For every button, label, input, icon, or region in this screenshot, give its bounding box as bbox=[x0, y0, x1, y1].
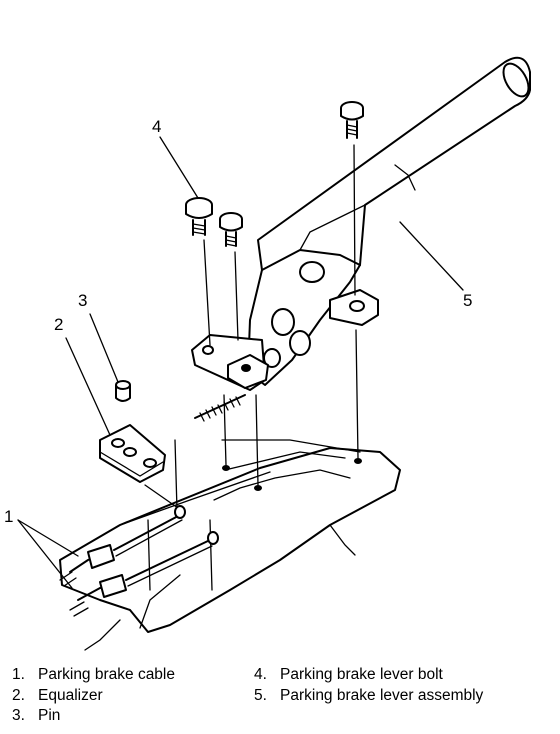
legend-num: 3. bbox=[12, 707, 25, 724]
legend-item: 1. Parking brake cable bbox=[12, 665, 175, 686]
legend-text: Parking brake lever bolt bbox=[280, 666, 443, 683]
parking-brake-lever-bolt-right bbox=[340, 101, 364, 296]
parking-brake-lever-bolt-mid bbox=[219, 212, 243, 341]
legend-left: 1. Parking brake cable 2. Equalizer 3. Pin bbox=[12, 665, 175, 727]
callout-5: 5 bbox=[463, 291, 472, 310]
parking-brake-cable-lower bbox=[69, 531, 219, 617]
callout-2: 2 bbox=[54, 315, 63, 334]
legend-num: 2. bbox=[12, 686, 25, 704]
legend-item: 5. Parking brake lever assembly bbox=[254, 686, 483, 707]
parking-brake-lever-assembly bbox=[191, 56, 531, 422]
legend-right: 4. Parking brake lever bolt 5. Parking bra… bbox=[254, 665, 483, 706]
callout-3: 3 bbox=[78, 291, 87, 310]
leader-lines bbox=[17, 136, 464, 589]
legend-text: Equalizer bbox=[38, 686, 103, 704]
legend-num: 4. bbox=[254, 666, 267, 683]
parking-brake-lever-bolt-left bbox=[185, 197, 213, 346]
legend-text: Parking brake cable bbox=[38, 666, 175, 683]
legend-num: 1. bbox=[12, 666, 25, 683]
alignment-lines bbox=[222, 329, 362, 491]
callout-4: 4 bbox=[152, 117, 161, 136]
legend-item: 2. Equalizer bbox=[12, 686, 175, 707]
parking-brake-cable-upper bbox=[59, 505, 186, 587]
floor-tunnel bbox=[59, 439, 401, 651]
legend-item: 4. Parking brake lever bolt bbox=[254, 665, 483, 686]
pin bbox=[115, 380, 131, 402]
legend-text: Parking brake lever assembly bbox=[280, 686, 484, 704]
legend-text: Pin bbox=[38, 707, 61, 724]
legend-num: 5. bbox=[254, 686, 267, 704]
equalizer bbox=[99, 424, 179, 511]
callout-1: 1 bbox=[4, 507, 13, 526]
legend-item: 3. Pin bbox=[12, 706, 175, 727]
